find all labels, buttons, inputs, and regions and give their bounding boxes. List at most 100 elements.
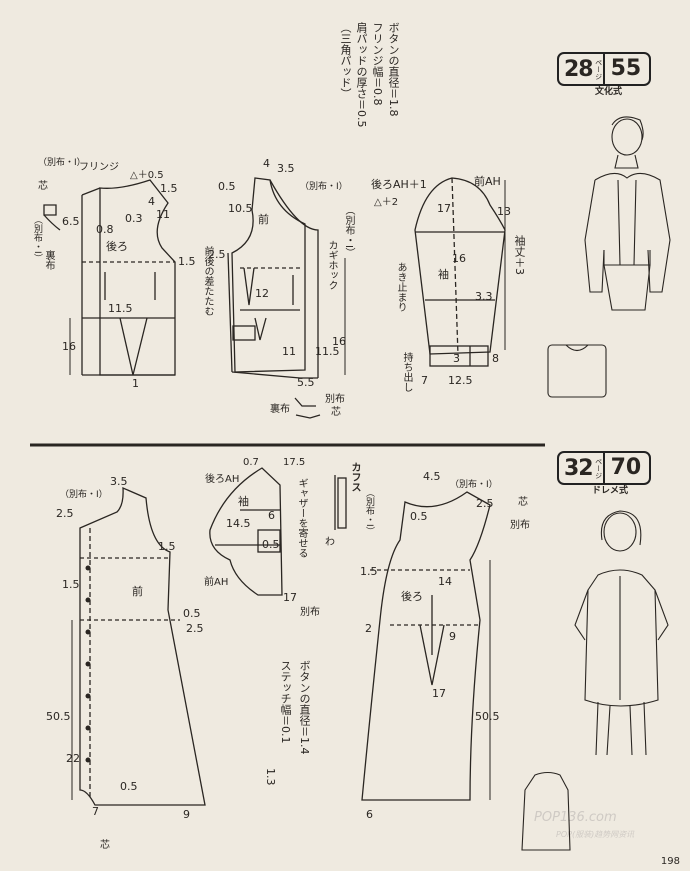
dim-13: 13 — [497, 205, 511, 218]
dim-6: 6 — [268, 509, 275, 522]
label-ura-bottom: 裏布 — [270, 402, 290, 415]
dim-10-5: 10.5 — [228, 202, 253, 215]
dim-2-5-d: 2.5 — [476, 497, 494, 510]
dim-0-8: 0.8 — [96, 223, 114, 236]
dim-2-5: 2.5 — [208, 248, 226, 261]
dim-7: 7 — [421, 374, 428, 387]
label-betsu-left-top: （別布・I） — [32, 215, 42, 263]
label-gather: ギャザーを寄せる — [296, 478, 307, 558]
dim-6-5: 6.5 — [62, 215, 80, 228]
dim-17-5: 17.5 — [283, 457, 305, 468]
dim-0-5-b: 0.5 — [183, 607, 201, 620]
dim-16-c: 16 — [452, 252, 466, 265]
dim-11-b: 11 — [282, 345, 296, 358]
badge-model-number: 55 — [602, 54, 650, 84]
dim-4-b: 4 — [263, 157, 270, 170]
front-dress-pattern — [71, 486, 206, 806]
watermark-sub: POP(服装)趋势网资讯 — [556, 830, 635, 839]
dim-16: 16 — [62, 340, 76, 353]
dim-0-7: 0.7 — [243, 457, 259, 468]
label-back: 後ろ — [106, 239, 128, 253]
note-stitch-width: ステッチ幅＝0.1 — [279, 660, 292, 744]
dim-1-5-d: 1.5 — [62, 578, 80, 591]
dim-0-5-e: 0.5 — [410, 510, 428, 523]
label-bottom-front: 前 — [132, 584, 143, 598]
badge-model-number-2: 70 — [602, 453, 650, 483]
dim-22: 22 — [66, 752, 80, 765]
dim-3-5: 3.5 — [277, 162, 295, 175]
front-bodice-pattern — [227, 177, 346, 379]
dim-1: 1 — [132, 377, 139, 390]
badge-page-number: 28 — [564, 56, 594, 82]
label-betsu-cuff: （別布・I） — [364, 488, 374, 536]
dim-12-5: 12.5 — [448, 374, 473, 387]
dim-14-5: 14.5 — [226, 517, 251, 530]
dim-11: 11 — [156, 208, 170, 221]
dim-0-5-a: 0.5 — [218, 180, 236, 193]
dim-12: 12 — [255, 287, 269, 300]
badge-page-label-2: ページ — [594, 457, 603, 479]
page-number: 198 — [660, 856, 680, 867]
badge-page-label: ページ — [594, 58, 603, 80]
label-akidomari: あき止まり — [395, 262, 406, 312]
dim-3-5-b: 3.5 — [110, 475, 128, 488]
back-bodice-pattern — [69, 179, 176, 376]
label-betsu-r: （別布・I） — [450, 478, 498, 490]
dim-1-5-c: 1.5 — [158, 540, 176, 553]
dim-17-c: 17 — [432, 687, 446, 700]
dim-1-5-b: 1.5 — [178, 255, 196, 268]
label-fringe: フリンジ — [79, 162, 119, 173]
dim-0-5-c: 0.5 — [120, 780, 138, 793]
label-mochidashi: 持ち出し — [401, 352, 412, 392]
label-kagi-hook: カギホック — [326, 240, 337, 290]
dim-6-b: 6 — [366, 808, 373, 821]
label-front-ah: 前AH — [474, 174, 501, 188]
dim-4: 4 — [148, 195, 155, 208]
label-cuffs: カフス — [349, 462, 360, 492]
dim-9-b: 9 — [449, 630, 456, 643]
dim-3-3: 3.3 — [475, 290, 493, 303]
illustration-jacket — [547, 116, 671, 398]
label-betsu-front: （別布・I） — [300, 180, 348, 192]
label-shin-4: 芯 — [100, 838, 110, 851]
label-shin-3: 芯 — [518, 495, 528, 508]
note-triangle-pad: （三角パッド） — [339, 22, 352, 99]
dim-0-3: 0.3 — [125, 212, 143, 225]
dim-2-5-c: 2.5 — [186, 622, 204, 635]
dim-50-5: 50.5 — [46, 710, 71, 723]
dim-a-0-5: △＋0.5 — [130, 170, 164, 181]
pattern-badge-top: 28 ページ 55 — [557, 52, 652, 86]
note-stitch-width-2: 1.3 — [264, 768, 277, 786]
dim-7-b: 7 — [92, 805, 99, 818]
watermark: POP136.com — [534, 810, 617, 825]
label-front: 前 — [258, 212, 269, 226]
label-sleeve-length: 袖丈＋3 — [513, 235, 526, 275]
label-back-ah: 後ろAH＋1 — [371, 177, 427, 191]
dim-0-5-d: 0.5 — [262, 538, 280, 551]
dim-8: 8 — [492, 352, 499, 365]
label-sleeve: 袖 — [438, 267, 449, 281]
label-shin: 芯 — [38, 179, 48, 192]
note-button-diameter-2: ボタンの直径＝1.4 — [298, 660, 311, 755]
label-front-ah2: 前AH — [204, 575, 228, 588]
short-sleeve-pattern — [209, 467, 347, 596]
dim-50-5-b: 50.5 — [475, 710, 500, 723]
illustration-dress — [521, 510, 669, 851]
label-betsufu-top: 別布 — [325, 393, 345, 405]
label-shin-2: 芯 — [331, 405, 341, 418]
label-back-ah2: 後ろAH — [205, 472, 239, 485]
label-bottom-sleeve: 袖 — [238, 494, 249, 508]
dim-2-b: 2 — [365, 622, 372, 635]
note-fringe-width: フリンジ幅＝0.8 — [371, 22, 384, 106]
label-ura-left: 裏布 — [43, 250, 54, 270]
dim-9: 9 — [183, 808, 190, 821]
badge-style-label: 文化式 — [595, 87, 623, 97]
dim-a-2: △＋2 — [374, 197, 398, 208]
note-shoulder-pad: 肩パッドの厚さ＝0.5 — [355, 22, 368, 128]
label-betsu-bot: （別布・I） — [60, 488, 108, 500]
dim-11-5: 11.5 — [108, 302, 133, 315]
dim-1-5-e: 1.5 — [360, 565, 378, 578]
label-betsufu-right: 別布 — [510, 519, 530, 531]
